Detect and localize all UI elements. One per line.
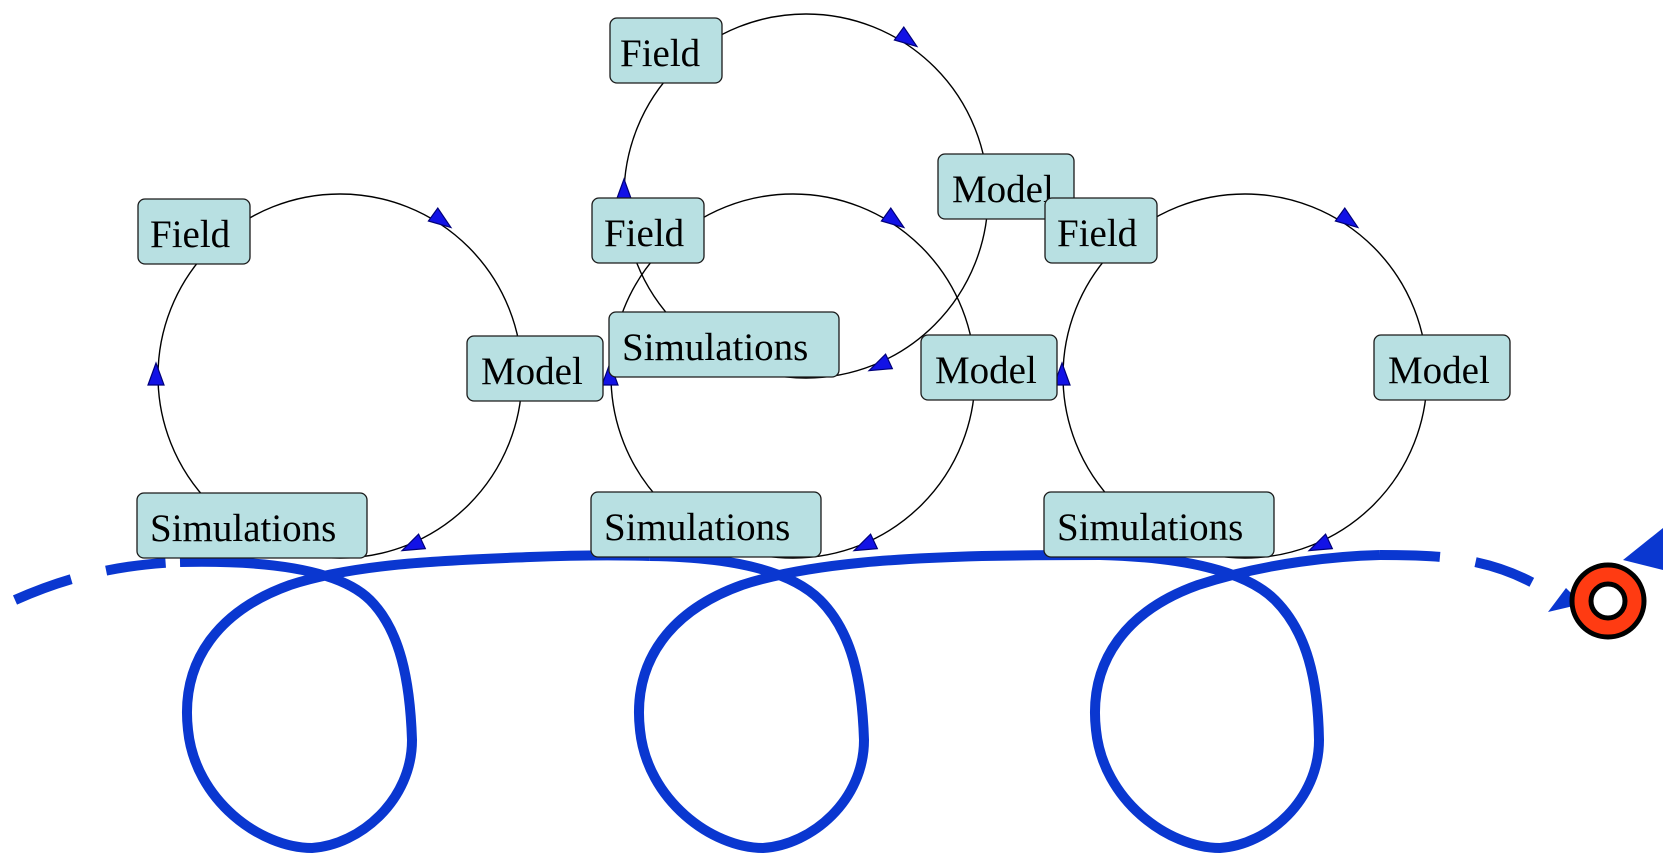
arrow-icon: [1334, 207, 1360, 229]
path-loop-1: [179, 550, 651, 853]
field-label: Field: [604, 212, 685, 255]
path-loop-2: [634, 550, 1101, 853]
simulations-node-3: Simulations: [1043, 491, 1275, 558]
arrow-icon: [852, 533, 879, 552]
arrow-icon: [1307, 533, 1334, 552]
simulations-label: Simulations: [622, 326, 808, 369]
arrow-icon: [400, 533, 427, 552]
model-node-3: Model: [1373, 334, 1511, 401]
field-node-1: Field: [137, 198, 251, 265]
model-label: Model: [952, 168, 1054, 211]
arrow-icon: [147, 361, 165, 386]
model-label: Model: [935, 349, 1037, 392]
field-label: Field: [620, 32, 701, 75]
path-loop-3: [1090, 550, 1381, 853]
target-icon: [1569, 562, 1647, 640]
field-label: Field: [150, 213, 231, 256]
simulations-label: Simulations: [150, 507, 336, 550]
simulations-node-1: Simulations: [136, 492, 368, 559]
field-node-2: Field: [591, 197, 705, 264]
arrow-icon: [1053, 361, 1071, 386]
simulations-node-2: Simulations: [590, 491, 822, 558]
arrow-icon: [427, 207, 453, 229]
field-label: Field: [1057, 212, 1138, 255]
field-node-top: Field: [609, 17, 723, 84]
simulations-label: Simulations: [604, 506, 790, 549]
model-node-top: Model: [937, 153, 1075, 220]
spiral-path: [12, 550, 1582, 853]
arrow-icon: [867, 353, 894, 372]
simulations-label: Simulations: [1057, 506, 1243, 549]
simulations-node-top: Simulations: [608, 311, 840, 378]
path-lead-in: [12, 557, 181, 605]
model-node-2: Model: [920, 334, 1058, 401]
model-label: Model: [1388, 349, 1490, 392]
arrow-icon: [893, 26, 919, 48]
cycle-arrows: [147, 26, 1360, 552]
model-label: Model: [481, 350, 583, 393]
field-node-3: Field: [1044, 197, 1158, 264]
partial-arrow-icon: [1623, 528, 1663, 570]
model-node-1: Model: [466, 335, 604, 402]
path-exit: [1379, 550, 1563, 605]
arrow-icon: [880, 207, 906, 229]
